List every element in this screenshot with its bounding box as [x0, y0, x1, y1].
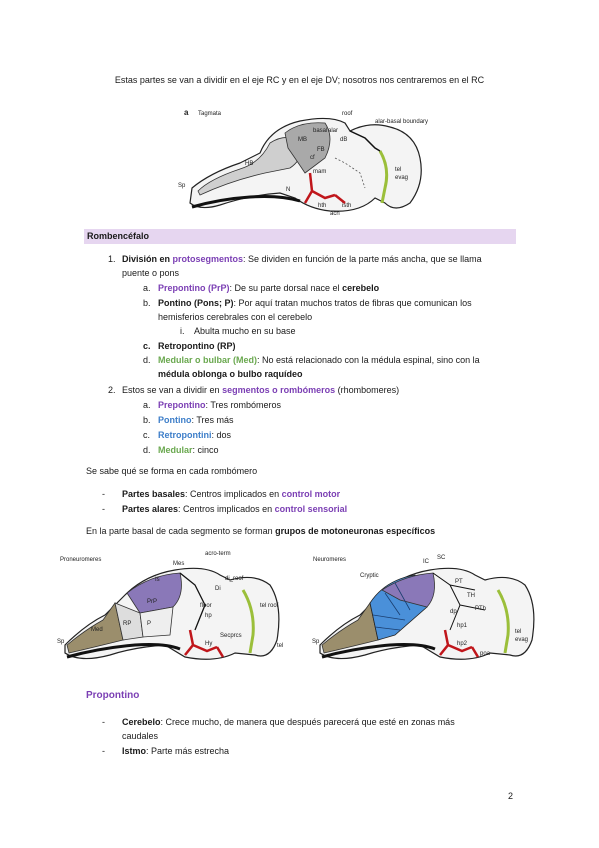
fig2-right-label-ic: IC — [423, 559, 430, 565]
page-number: 2 — [508, 791, 514, 801]
section-title-propontino: Propontino — [86, 690, 140, 701]
fig2-left-label-telroof: tel roof — [260, 603, 279, 609]
fig2-left-label-prp: PrP — [147, 599, 157, 605]
panel-letter: a — [184, 108, 189, 117]
fig1-label-mb: MB — [298, 137, 307, 143]
bullet-basal: - Partes basales: Centros implicados en … — [102, 489, 341, 499]
fig1-label-tel: tel — [395, 167, 401, 173]
fig2-left-title: Proneuromeres — [60, 557, 101, 563]
fig2-left-label-di: Di — [215, 586, 221, 592]
para-known: Se sabe qué se forma en cada rombómero — [86, 466, 258, 476]
section-title-rombencefalo: Rombencéfalo — [87, 231, 150, 241]
fig1-label-cf: cf — [310, 155, 315, 161]
section-header-rombencefalo: Rombencéfalo — [84, 229, 516, 244]
fig2-left-label-rp: RP — [123, 621, 131, 627]
fig1-label-ach: ach — [330, 211, 340, 217]
fig2-right-label-hp2: hp2 — [457, 641, 468, 647]
fig1-label-roof: roof — [342, 111, 353, 117]
fig1-label-sp: Sp — [178, 183, 186, 189]
fig2-left-label-sp: Sp — [57, 639, 65, 645]
fig2-left-label-diroof: di_roof — [225, 576, 244, 582]
fig2-left-label-p: P — [147, 621, 151, 627]
intro-text: Estas partes se van a dividir en el eje … — [114, 75, 485, 85]
list1-b: b. Pontino (Pons; P): Por aquí tratan mu… — [143, 298, 472, 308]
list1-h: d. Medular: cinco — [143, 445, 219, 455]
fig2-right-label-poa: poa — [480, 651, 491, 657]
fig2-right-label-sc: SC — [437, 555, 446, 561]
fig2-right-label-th: TH — [467, 593, 475, 599]
bullet-cerebelo-cont: caudales — [122, 731, 159, 741]
fig1-label-hb: HB — [245, 161, 253, 167]
fig1-label-fb: FB — [317, 147, 325, 153]
list1-d: d. Medular o bulbar (Med): No está relac… — [143, 355, 480, 365]
list1-c: c. Retropontino (RP) — [143, 341, 236, 351]
fig2-right-label-pth: PTh — [475, 606, 486, 612]
fig2-left-label-floor: floor — [200, 603, 212, 609]
fig1-label-mam: mam — [313, 169, 326, 175]
fig2-left-label-hp: hp — [205, 613, 212, 619]
figure-neuromeres: Proneuromeres acro-term Mes Is Di di_roo… — [57, 551, 535, 660]
bullet-alar: - Partes alares: Centros implicados en c… — [102, 504, 348, 514]
fig1-label-hth: hth — [318, 203, 326, 209]
list1-item1: 1. División en protosegmentos: Se divide… — [108, 254, 482, 264]
list1-f: b. Pontino: Tres más — [143, 415, 234, 425]
fig1-label-db: dB — [340, 137, 347, 143]
list1-g: c. Retropontini: dos — [143, 430, 232, 440]
list1-a: a. Prepontino (PrP): De su parte dorsal … — [143, 283, 380, 293]
fig2-right-title: Neuromeres — [313, 557, 346, 563]
fig2-left-label-mes: Mes — [173, 561, 184, 567]
fig1-label-basal: basal — [313, 128, 327, 134]
figure1-title: Tagmata — [198, 111, 222, 117]
fig2-right-label-hp1: hp1 — [457, 623, 468, 629]
fig2-left-label-acro: acro-term — [205, 551, 231, 557]
fig1-label-evag: evag — [395, 175, 408, 181]
list1-d-cont: médula oblonga o bulbo raquídeo — [158, 369, 303, 379]
fig2-left-label-tel: tel — [277, 643, 283, 649]
fig1-label-isth: isth — [342, 203, 351, 209]
fig1-label-boundary: alar-basal boundary — [375, 119, 428, 125]
fig2-right-label-sp: Sp — [312, 639, 320, 645]
fig2-right-label-dp: dp — [450, 609, 457, 615]
list1-b-cont: hemisferios cerebrales con el cerebelo — [158, 312, 313, 322]
fig2-left-label-is: Is — [155, 577, 160, 583]
para-basal: En la parte basal de cada segmento se fo… — [86, 526, 436, 536]
list1-e: a. Prepontino: Tres rombómeros — [143, 400, 282, 410]
fig2-right-label-pt: PT — [455, 579, 463, 585]
list1-item2: 2. Estos se van a dividir en segmentos o… — [108, 385, 400, 395]
figure-tagmata: a Tagmata roof basal alar dB alar-basal … — [178, 108, 428, 217]
bullet-istmo: - Istmo: Parte más estrecha — [102, 746, 230, 756]
list1-b-i: i. Abulta mucho en su base — [180, 326, 296, 336]
list1-item1-cont: puente o pons — [122, 268, 180, 278]
fig2-left-label-med: Med — [91, 627, 103, 633]
fig1-label-alar: alar — [328, 128, 338, 134]
bullet-cerebelo: - Cerebelo: Crece mucho, de manera que d… — [102, 717, 455, 727]
fig2-left-label-hy: Hy — [205, 641, 212, 647]
fig2-right-label-tel: tel — [515, 629, 521, 635]
fig2-right-label-cryptic: Cryptic — [360, 573, 379, 579]
fig2-left-label-secprcs: Secprcs — [220, 633, 242, 639]
fig1-label-n: N — [286, 187, 290, 193]
fig2-right-label-evag: evag — [515, 637, 528, 643]
